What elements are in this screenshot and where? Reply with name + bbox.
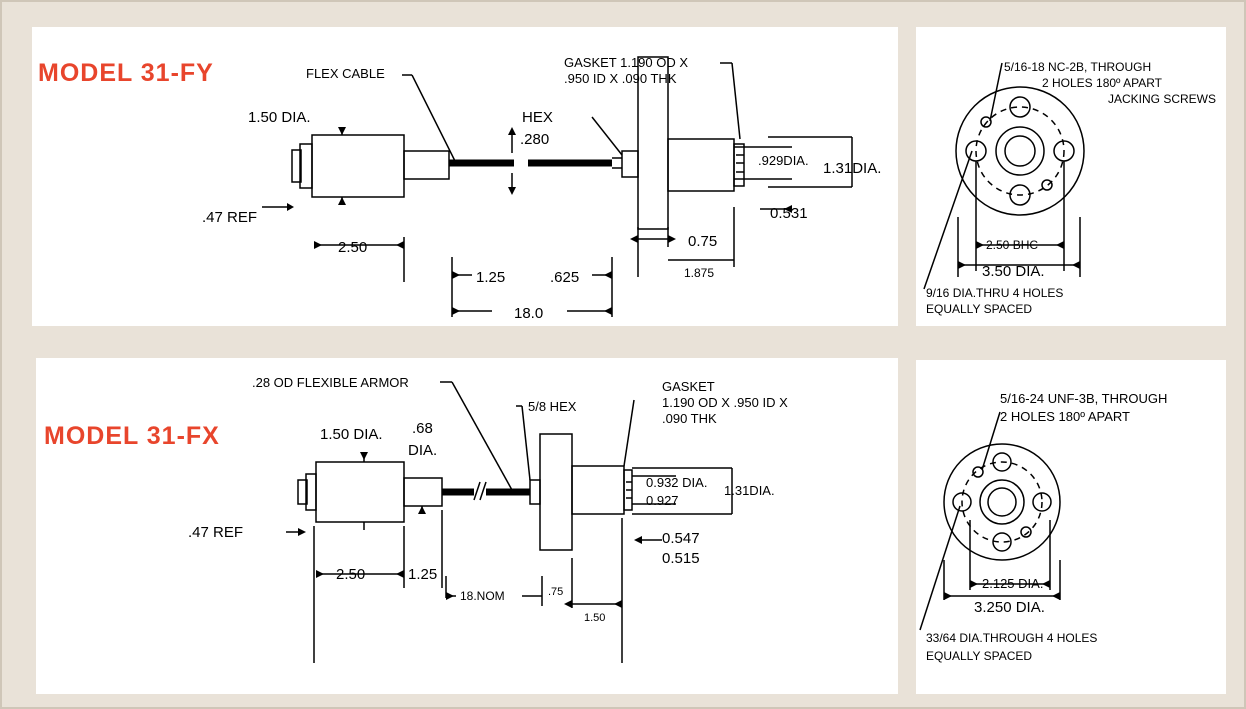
fy-thread-label-1: 5/16-18 NC-2B, THROUGH — [1004, 60, 1152, 74]
fy-ref-label: .47 REF — [202, 209, 258, 226]
fy-gasket-label-2: .950 ID X .090 THK — [564, 71, 677, 86]
fy-holes-label-1: 9/16 DIA.THRU 4 HOLES — [926, 286, 1064, 300]
fy-thread-label-3: JACKING SCREWS — [1108, 92, 1217, 106]
fx-len-nom-label: 18.NOM — [460, 589, 505, 603]
fx-armor-label: .28 OD FLEXIBLE ARMOR — [252, 375, 409, 390]
fy-len-1875-label: 1.875 — [684, 266, 715, 280]
fy-model-title: MODEL 31-FY — [38, 59, 214, 87]
fx-thread-label-1: 5/16-24 UNF-3B, THROUGH — [1000, 391, 1168, 406]
fx-gasket-label-2: 1.190 OD X .950 ID X — [662, 395, 788, 410]
fx-dia-label: 3.250 DIA. — [974, 599, 1045, 616]
fx-dia-68-label-2: DIA. — [408, 442, 438, 459]
fy-len-body-label: 2.50 — [338, 239, 368, 256]
fx-dia-932-label: 0.932 DIA. — [646, 475, 708, 490]
fy-end-view-panel: 5/16-18 NC-2B, THROUGH 2 HOLES 180º APAR… — [916, 27, 1226, 326]
fx-thread-label-2: 2 HOLES 180º APART — [1000, 409, 1130, 424]
fx-len-150-label: 1.50 — [584, 612, 606, 624]
fx-dia-927-label: 0.927 — [646, 493, 679, 508]
fy-len-531-label: 0.531 — [770, 205, 808, 222]
fx-ref-label: .47 REF — [188, 524, 244, 541]
fy-len-b-label: .625 — [550, 269, 580, 286]
fx-side-view-drawing — [286, 381, 733, 663]
fy-gasket-label-1: GASKET 1.190 OD X — [564, 55, 689, 70]
fy-flex-cable-label: FLEX CABLE — [306, 66, 385, 81]
fy-thread-label-2: 2 HOLES 180º APART — [1042, 76, 1162, 90]
fy-len-a-label: 1.25 — [476, 269, 506, 286]
fy-dia-label: 3.50 DIA. — [982, 263, 1045, 280]
fx-len-515-label: 0.515 — [662, 550, 700, 567]
fx-len-a-label: 1.25 — [408, 566, 438, 583]
fy-side-view-drawing — [262, 56, 853, 317]
fx-holes-label-2: EQUALLY SPACED — [926, 649, 1033, 663]
fx-bhc-label: 2.125 DIA. — [982, 576, 1044, 591]
fy-side-view-panel: MODEL 31-FY FLEX CABLE GASKET 1.190 OD X… — [32, 27, 898, 326]
fy-dia-131-label: 1.31DIA. — [823, 160, 882, 177]
fy-hex-label: HEX — [522, 109, 553, 126]
fy-dia-929-label: .929DIA. — [758, 153, 809, 168]
fy-body-dia-label: 1.50 DIA. — [248, 109, 311, 126]
fx-body-dia-label: 1.50 DIA. — [320, 426, 383, 443]
fx-end-view-panel: 5/16-24 UNF-3B, THROUGH 2 HOLES 180º APA… — [916, 360, 1226, 694]
fy-hex-dim-label: .280 — [520, 131, 550, 148]
fy-end-view-drawing — [923, 62, 1085, 290]
fx-hex-label: 5/8 HEX — [528, 399, 577, 414]
fx-len-body-label: 2.50 — [336, 566, 366, 583]
fx-len-547-label: 0.547 — [662, 530, 700, 547]
fx-len-75-label: .75 — [548, 586, 564, 598]
fy-bhc-label: 2.50 BHC — [986, 238, 1039, 252]
fx-gasket-label-1: GASKET — [662, 379, 715, 394]
fx-end-view-drawing — [919, 411, 1061, 631]
fy-len-total-label: 18.0 — [514, 305, 544, 322]
fx-gasket-label-3: .090 THK — [662, 411, 717, 426]
fx-holes-label-1: 33/64 DIA.THROUGH 4 HOLES — [926, 631, 1098, 645]
fy-len-075-label: 0.75 — [688, 233, 718, 250]
fx-model-title: MODEL 31-FX — [44, 422, 220, 450]
fx-side-view-panel: MODEL 31-FX .28 OD FLEXIBLE ARMOR 5/8 HE… — [36, 358, 898, 694]
fx-dia-68-label-1: .68 — [412, 420, 433, 437]
fy-holes-label-2: EQUALLY SPACED — [926, 302, 1033, 316]
fx-dia-131-label: 1.31DIA. — [724, 483, 775, 498]
